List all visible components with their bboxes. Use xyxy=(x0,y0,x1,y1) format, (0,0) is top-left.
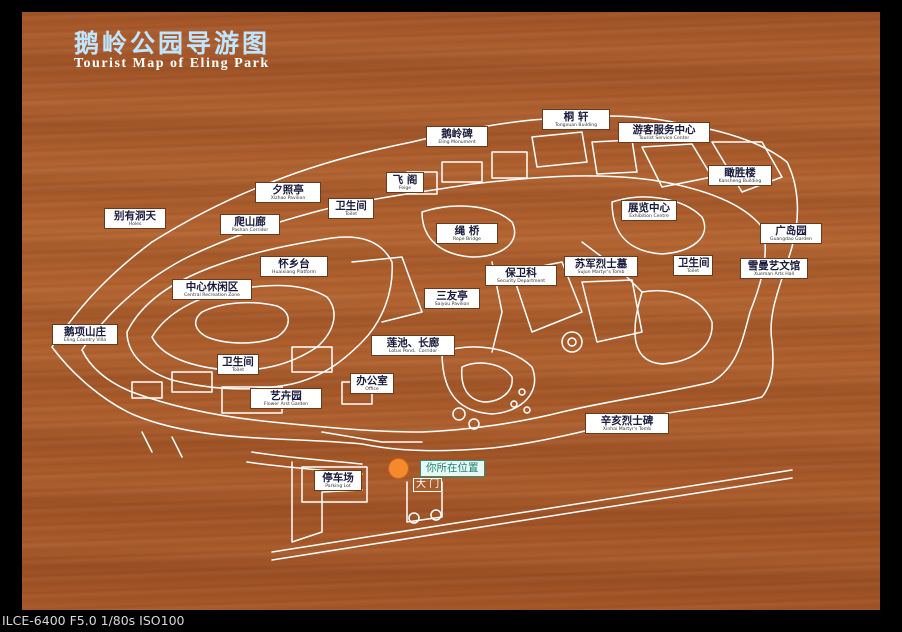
main-gate-label: 大 门 xyxy=(413,478,443,492)
map-title-en: Tourist Map of Eling Park xyxy=(74,56,270,71)
you-are-here-label: 你所在位置 xyxy=(420,460,485,477)
camera-info: ILCE-6400 F5.0 1/80s ISO100 xyxy=(2,613,185,628)
park-boundary xyxy=(51,115,799,452)
frame-right-edge xyxy=(880,0,902,632)
park-map-lines xyxy=(51,115,799,561)
map-title-cn: 鹅岭公园导游图 xyxy=(74,29,271,58)
access-road xyxy=(271,469,793,553)
you-are-here-marker xyxy=(389,459,408,478)
